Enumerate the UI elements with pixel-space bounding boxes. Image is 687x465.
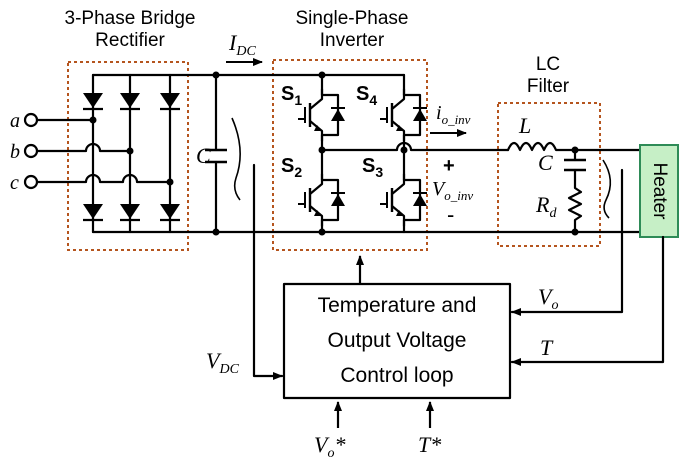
t-ref-label: T*	[418, 432, 441, 457]
inverter-title-line2: Inverter	[320, 30, 385, 51]
heater-block	[639, 144, 679, 238]
phase-b-terminal	[23, 143, 39, 159]
idc-label: IDC	[228, 30, 256, 59]
filter-title-line2: Filter	[527, 76, 570, 97]
igbt-s1-icon	[296, 87, 347, 143]
dc-capacitor-label: C	[196, 143, 211, 168]
io-inv-label: io_inv	[436, 102, 471, 127]
plus-sign: +	[443, 155, 455, 177]
igbt-s2-icon	[296, 172, 347, 228]
diode-icon	[158, 202, 182, 222]
switch-s3-label: S3	[362, 155, 383, 180]
heater-label: Heater	[649, 162, 670, 220]
control-loop-block	[282, 282, 512, 400]
rectifier-bridge	[81, 73, 182, 234]
switch-s4-label: S4	[356, 83, 377, 108]
filter-capacitor-label: C	[538, 150, 553, 175]
phase-a-terminal	[23, 112, 39, 128]
resistor-icon	[567, 178, 583, 234]
inverter-box	[272, 59, 428, 251]
control-title-line2: Output Voltage	[328, 329, 467, 352]
inductor-label: L	[518, 113, 531, 138]
inverter-bridge	[296, 71, 429, 236]
switch-s2-label: S2	[281, 155, 302, 180]
vo-ref-label: Vo*	[314, 432, 345, 461]
phase-b-label: b	[10, 141, 20, 163]
vo-sensor	[602, 159, 612, 219]
resistor-label: Rd	[535, 192, 557, 221]
diode-icon	[118, 91, 142, 111]
phase-a-label: a	[10, 110, 20, 132]
inductor-icon	[506, 141, 642, 152]
switch-s1-label: S1	[281, 83, 302, 108]
vo-inv-label: Vo_inv	[432, 178, 473, 203]
filter-title-line1: LC	[536, 54, 560, 75]
vo-label: Vo	[538, 284, 558, 313]
diode-icon	[118, 202, 142, 222]
inverter-title-line1: Single-Phase	[295, 8, 408, 29]
control-title-line3: Control loop	[340, 364, 453, 387]
minus-sign: -	[447, 202, 454, 227]
control-title-line1: Temperature and	[318, 294, 477, 317]
vdc-sensor	[231, 117, 241, 201]
diode-icon	[158, 91, 182, 111]
diode-icon	[81, 202, 105, 222]
filter-box	[497, 102, 601, 247]
igbt-s4-icon	[378, 87, 429, 143]
rectifier-box	[67, 61, 189, 251]
rectifier-title-line2: Rectifier	[95, 30, 165, 51]
t-label: T	[540, 335, 554, 360]
phase-c-terminal	[23, 174, 39, 190]
diode-icon	[81, 91, 105, 111]
phase-c-label: c	[10, 172, 19, 194]
vdc-label: VDC	[206, 348, 240, 377]
igbt-s3-icon	[378, 172, 429, 228]
rectifier-title-line1: 3-Phase Bridge	[65, 8, 196, 29]
